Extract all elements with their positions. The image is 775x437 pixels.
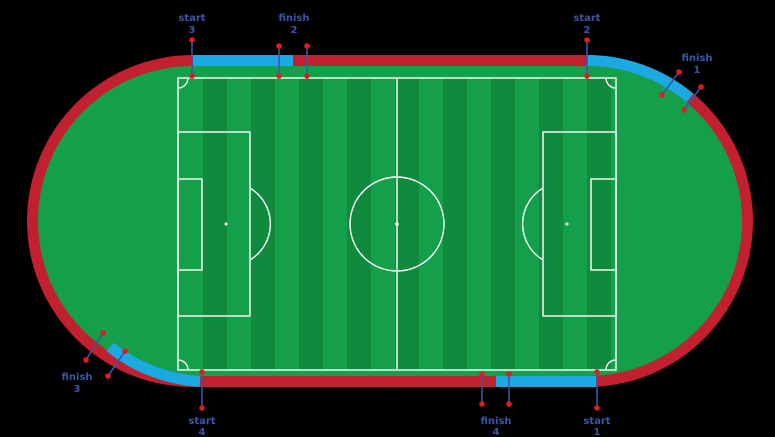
finish-1-dot-b-bottom [681,107,687,113]
finish-4-dot-b-bottom [506,401,512,407]
start-3-dot-top [189,37,195,43]
label-start-1-line1: start [583,416,610,427]
label-start-3-line2: 3 [189,25,196,36]
label-finish-4-line1: finish [480,416,511,427]
start-1-dot-top [594,369,600,375]
finish-2-dot-b-top [304,43,310,49]
left-penalty-spot [225,223,228,226]
label-finish-1-line2: 1 [694,65,701,76]
finish-2-dot-a-bottom [276,73,282,79]
right-penalty-spot [566,223,569,226]
label-finish-3-line2: 3 [74,384,81,395]
start-3-dot-bottom [189,73,195,79]
infield [38,66,742,376]
label-start-1-line2: 1 [594,427,601,437]
start-4-dot-top [199,369,205,375]
label-start-2-line2: 2 [584,25,591,36]
label-start-4-line2: 4 [199,427,206,437]
pitch-stripes [203,78,611,370]
label-finish-2-line2: 2 [291,25,298,36]
finish-1-dot-b-top [698,84,704,90]
label-finish-1-line1: finish [681,53,712,64]
finish-1-dot-a-bottom [659,92,665,98]
finish-2-dot-b-bottom [304,73,310,79]
start-2-dot-bottom [584,73,590,79]
finish-2-dot-a-top [276,43,282,49]
start-2-dot-top [584,37,590,43]
finish-3-dot-b-bottom [105,373,111,379]
finish-3-dot-a-top [100,330,106,336]
finish-3-dot-b-top [122,348,128,354]
label-finish-4-line2: 4 [493,427,500,437]
start-4-dot-bottom [199,405,205,411]
center-spot [395,222,399,226]
label-start-3-line1: start [178,13,205,24]
finish-1-dot-a-top [676,69,682,75]
start-1-dot-bottom [594,405,600,411]
finish-4-dot-a-bottom [479,401,485,407]
label-finish-3-line1: finish [61,372,92,383]
label-start-2-line1: start [573,13,600,24]
finish-3-dot-a-bottom [83,357,89,363]
label-start-4-line1: start [188,416,215,427]
finish-4-dot-b-top [506,371,512,377]
label-finish-2-line1: finish [278,13,309,24]
finish-4-dot-a-top [479,371,485,377]
